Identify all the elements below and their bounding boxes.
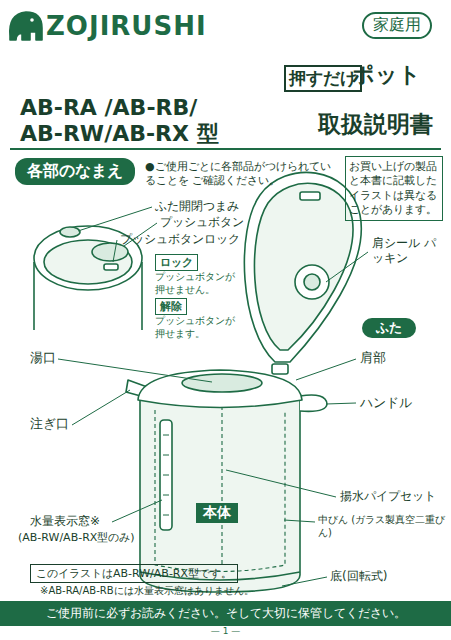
part-label: 中びん (ガラス製真空二重びん) (318, 514, 446, 539)
node-text: 押すだけ (289, 67, 357, 90)
node-text: 家庭用 (373, 15, 421, 36)
lid-oval: ふた (362, 318, 416, 338)
part-label: ハンドル (360, 395, 412, 411)
product-name: ポット (352, 61, 421, 89)
check-note: ●ご使用ごとに各部品がつけられていることを ご確認ください。 (145, 160, 341, 188)
node-text: このイラストはAB-RW/AB-RX型です。 (36, 566, 232, 581)
model-number: AB-RA /AB-RB/ (20, 94, 197, 122)
tagline-box: 押すだけ (284, 65, 362, 92)
section-band: 各部のなまえ (15, 158, 135, 185)
part-note: (AB-RW/AB-RX型のみ) (18, 531, 135, 545)
pot-body (126, 364, 327, 592)
body-tag: 本体 (196, 503, 238, 523)
node-text: お買い上げの製品 と本書に記載した イラストは異なる ことがあります。 (349, 160, 439, 217)
model-number: AB-RW/AB-RX 型 (20, 120, 219, 148)
document-title: 取扱説明書 (318, 110, 433, 139)
part-label: 揚水パイプセット (340, 489, 436, 504)
usage-badge: 家庭用 (362, 12, 432, 39)
part-label: 底(回転式) (330, 569, 387, 584)
node-text: 本体 (203, 504, 231, 522)
brand-logo: ZOJIRUSHI (46, 10, 207, 43)
part-label: ふた開閉つまみ (155, 199, 239, 214)
part-label: プッシュボタン (160, 215, 244, 230)
part-label: 肩シール パッキン (372, 236, 436, 266)
node-text: ふた (376, 319, 402, 337)
lock-note: プッシュボタンが 押せません。 (155, 271, 241, 296)
node-text: ロック (160, 255, 193, 270)
unlock-tag: 解除 (155, 298, 187, 315)
open-lid (244, 172, 361, 362)
header-rule (10, 148, 441, 150)
footer-bar: ご使用前に必ずお読みください。そして大切に保管してください。 (0, 601, 451, 626)
part-label: プッシュボタンロック (120, 232, 240, 247)
lock-note: プッシュボタンが 押せます。 (155, 315, 241, 340)
page-number: — 1 — (0, 626, 451, 637)
part-label: 注ぎ口 (30, 416, 69, 432)
part-label: 肩部 (360, 350, 386, 366)
elephant-logo (10, 12, 42, 40)
illustration-note: このイラストはAB-RW/AB-RX型です。 (30, 564, 238, 583)
part-label: 水量表示窓※ (30, 514, 100, 529)
node-text: 解除 (160, 299, 182, 314)
footnote: ※AB-RA/AB-RBには水量表示窓はありません。 (40, 585, 254, 598)
lock-tag: ロック (155, 254, 198, 271)
part-label: 湯口 (30, 350, 56, 366)
node-text: 各部のなまえ (27, 161, 123, 182)
notice-box: お買い上げの製品 と本書に記載した イラストは異なる ことがあります。 (345, 156, 443, 221)
node-text: ご使用前に必ずお読みください。そして大切に保管してください。 (0, 605, 451, 622)
